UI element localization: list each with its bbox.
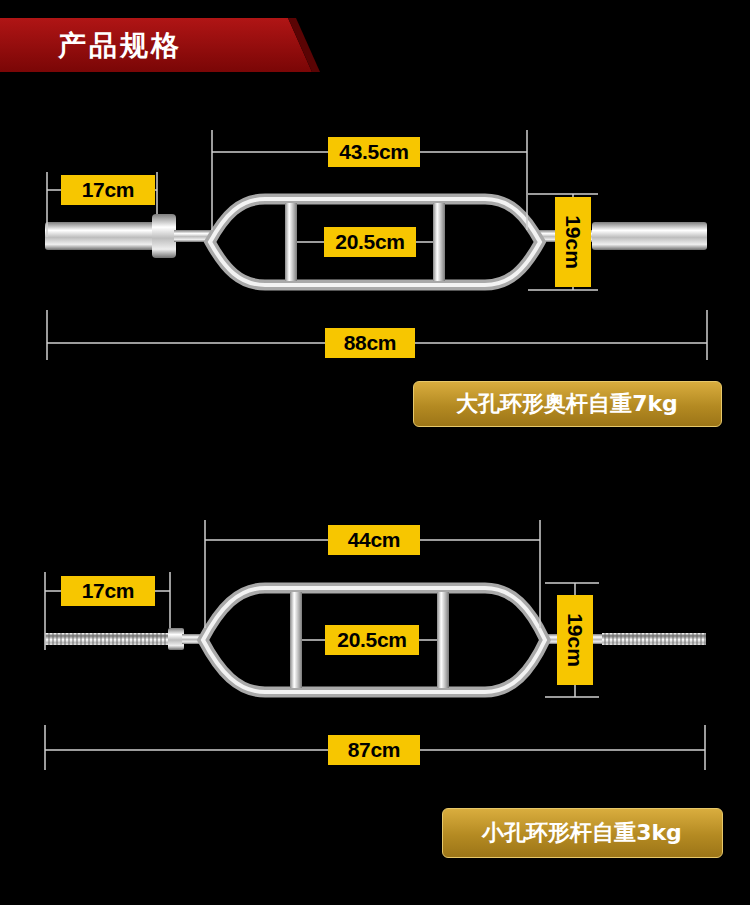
dimension-label: 88cm bbox=[325, 328, 415, 358]
dimension-text: 17cm bbox=[82, 579, 135, 602]
dimension-label: 20.5cm bbox=[325, 625, 419, 655]
caption-box: 大孔环形奥杆自重7kg bbox=[413, 381, 722, 427]
olympic-bar bbox=[45, 199, 707, 285]
dimension-text: 88cm bbox=[344, 331, 397, 354]
dimension-text: 44cm bbox=[348, 528, 401, 551]
dimension-label: 17cm bbox=[61, 175, 155, 205]
dimension-text: 87cm bbox=[348, 738, 401, 761]
dimension-text: 19cm bbox=[561, 215, 584, 269]
dimension-lines bbox=[45, 130, 707, 770]
dimension-label: 44cm bbox=[328, 525, 420, 555]
caption-box: 小孔环形杆自重3kg bbox=[442, 808, 723, 858]
heading: 产品规格 bbox=[58, 28, 182, 64]
dimension-label: 87cm bbox=[328, 735, 420, 765]
dimension-text: 17cm bbox=[82, 178, 135, 201]
dimension-text: 20.5cm bbox=[335, 230, 404, 253]
dimension-label: 17cm bbox=[61, 576, 155, 606]
caption-text: 小孔环形杆自重3kg bbox=[482, 821, 682, 845]
dimension-label: 19cm bbox=[555, 197, 591, 287]
dimension-text: 43.5cm bbox=[339, 140, 408, 163]
dimension-label: 20.5cm bbox=[324, 227, 416, 257]
dimension-label: 19cm bbox=[557, 595, 593, 685]
heading-band bbox=[0, 18, 312, 72]
dimension-text: 20.5cm bbox=[337, 628, 406, 651]
band-edge bbox=[288, 18, 320, 72]
dimension-text: 19cm bbox=[563, 613, 586, 667]
caption-text: 大孔环形奥杆自重7kg bbox=[456, 392, 678, 416]
dimension-label: 43.5cm bbox=[328, 137, 420, 167]
